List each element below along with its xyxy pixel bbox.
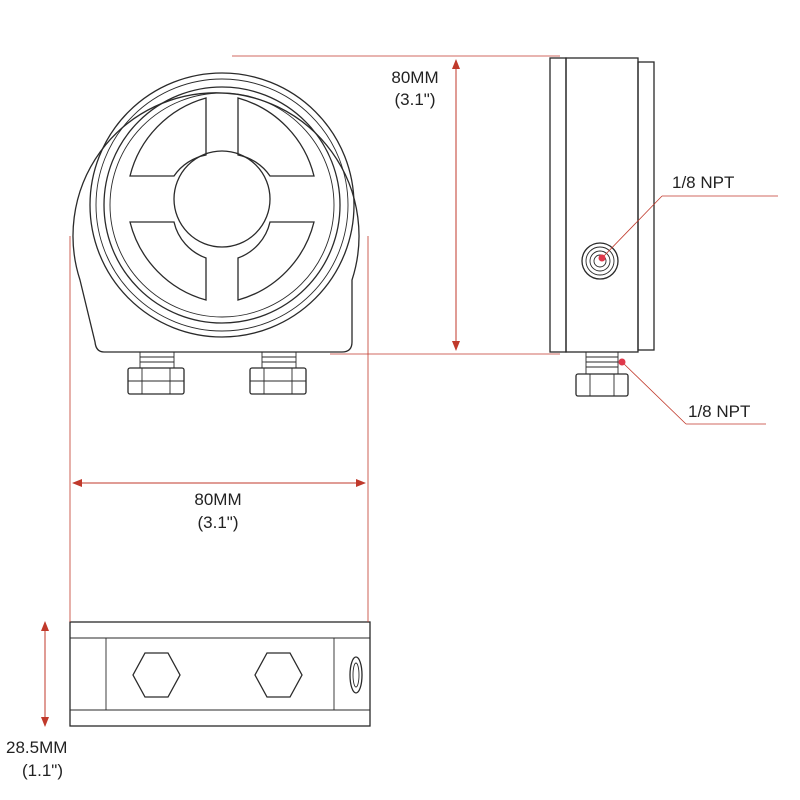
front-ring-seal-inner [109, 92, 335, 318]
side-flange [549, 57, 567, 353]
front-center-bore [173, 150, 271, 248]
bottom-hex-right [254, 652, 303, 698]
bottom-hex-left [132, 652, 181, 698]
height-inch-label: (3.1") [395, 90, 436, 109]
front-spoke-window [129, 97, 315, 301]
thickness-inch-label: (1.1") [22, 761, 63, 780]
dimension-height: 80MM (3.1") [232, 55, 560, 355]
callout-dot [618, 358, 626, 366]
thickness-mm-label: 28.5MM [6, 738, 67, 757]
callout-bottom-port: 1/8 NPT [618, 358, 766, 425]
front-fitting-left [127, 351, 185, 395]
side-port-label: 1/8 NPT [672, 173, 734, 192]
front-fitting-right [249, 351, 307, 395]
front-ring-outer [89, 72, 355, 338]
side-flange-right [637, 61, 655, 351]
bottom-side-port [349, 656, 363, 694]
front-body-outline [72, 92, 360, 353]
side-view [549, 57, 655, 397]
dimension-thickness: 28.5MM (1.1") [6, 621, 67, 780]
bottom-view [69, 621, 371, 727]
bottom-body [69, 621, 371, 727]
side-body [565, 57, 639, 353]
front-ring-seal [103, 86, 341, 324]
callout-side-port: 1/8 NPT [598, 173, 778, 262]
width-mm-label: 80MM [194, 490, 241, 509]
width-inch-label: (3.1") [198, 513, 239, 532]
callout-dot [598, 254, 606, 262]
side-bottom-fitting [575, 351, 629, 397]
height-mm-label: 80MM [391, 68, 438, 87]
bottom-port-label: 1/8 NPT [688, 402, 750, 421]
side-threaded-port [581, 242, 619, 280]
dimension-width: 80MM (3.1") [69, 236, 369, 622]
front-view [72, 72, 360, 395]
front-ring-mid [95, 78, 349, 332]
